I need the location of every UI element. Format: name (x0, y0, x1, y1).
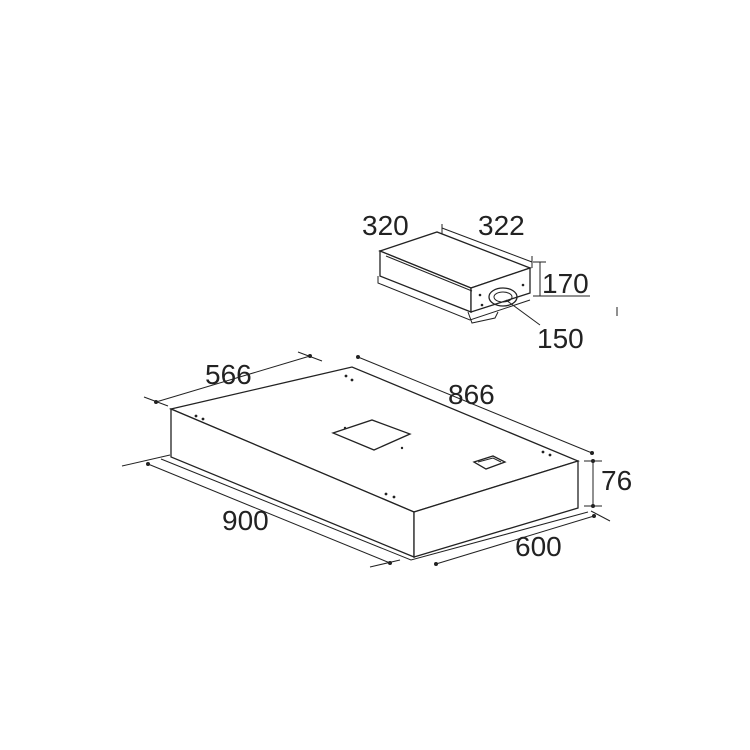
motor-box-screw (478, 293, 482, 297)
motor-box-dimension-lines (441, 224, 618, 326)
dim-end-dot (388, 561, 392, 565)
label-hood-depth: 566 (205, 359, 252, 390)
hood-end-face (413, 460, 579, 558)
motor-box-outlet-inner (493, 291, 513, 303)
motor-box-end-face (470, 267, 531, 313)
dim-line-600 (435, 515, 595, 565)
dim-end-dot (591, 504, 595, 508)
dim-line-900 (147, 463, 391, 564)
label-hood-inner-width: 866 (448, 379, 495, 410)
hood-screw (344, 374, 348, 378)
motor-box-screw (521, 283, 525, 287)
label-motor-height: 170 (542, 268, 589, 299)
motor-box-ridge (385, 255, 473, 292)
motor-box (377, 231, 532, 324)
hood-bottom-lip (160, 458, 589, 561)
hood-screw (548, 453, 552, 457)
label-hood-front-depth: 600 (515, 531, 562, 562)
dim-tick (369, 559, 401, 568)
motor-box-screw (480, 303, 484, 307)
hood (160, 366, 589, 561)
dim-end-dot (146, 462, 150, 466)
hood-screw (194, 414, 198, 418)
dim-end-dot (434, 562, 438, 566)
motor-box-flange-tab (467, 311, 499, 324)
hood-vent-inner (477, 457, 502, 463)
label-hood-width: 900 (222, 505, 269, 536)
hood-screw (541, 450, 545, 454)
motor-box-flange (377, 276, 531, 321)
dim-end-dot (592, 514, 596, 518)
dim-end-dot (590, 451, 594, 455)
hood-vent-cutout (472, 455, 507, 470)
dim-tick (121, 454, 171, 467)
hood-screw (343, 426, 347, 430)
dim-end-dot (591, 459, 595, 463)
dim-end-dot (356, 355, 360, 359)
dim-line-566 (155, 355, 311, 403)
dim-end-dot (154, 400, 158, 404)
label-motor-width: 320 (362, 210, 409, 241)
dim-tick (590, 510, 611, 522)
dim-end-dot (308, 354, 312, 358)
hood-screw (350, 378, 354, 382)
label-hood-height: 76 (601, 465, 632, 496)
label-duct-diameter: 150 (537, 323, 584, 354)
hood-screw (392, 495, 396, 499)
dim-line-322 (441, 227, 533, 263)
hood-screw (400, 446, 404, 450)
dim-line-866 (357, 356, 593, 454)
hood-motor-cutout (331, 419, 412, 451)
motor-box-outlet (488, 287, 518, 307)
hood-dimension-lines (121, 351, 611, 568)
hood-screw (201, 417, 205, 421)
label-motor-depth: 322 (478, 210, 525, 241)
hood-screw (384, 492, 388, 496)
dim-leader-150 (505, 299, 541, 326)
